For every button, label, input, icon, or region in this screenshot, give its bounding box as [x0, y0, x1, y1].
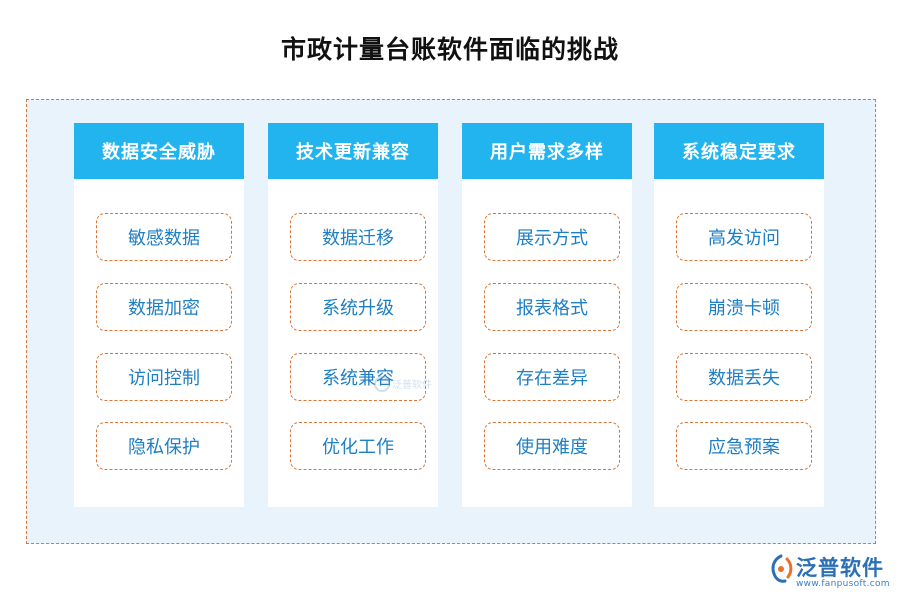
item-box: 数据丢失 — [676, 353, 812, 401]
item-box: 高发访问 — [676, 213, 812, 261]
item-box: 展示方式 — [484, 213, 620, 261]
column-header: 数据安全威胁 — [74, 123, 244, 179]
column-header: 系统稳定要求 — [654, 123, 824, 179]
item-box: 系统兼容 — [290, 353, 426, 401]
column-data-security: 数据安全威胁 敏感数据 数据加密 访问控制 隐私保护 — [74, 123, 244, 507]
item-box: 崩溃卡顿 — [676, 283, 812, 331]
item-box: 系统升级 — [290, 283, 426, 331]
column-header: 用户需求多样 — [462, 123, 632, 179]
item-box: 访问控制 — [96, 353, 232, 401]
brand-url: www.fanpusoft.com — [796, 579, 890, 589]
item-box: 敏感数据 — [96, 213, 232, 261]
column-tech-compat: 技术更新兼容 数据迁移 系统升级 系统兼容 优化工作 — [268, 123, 438, 507]
item-box: 数据迁移 — [290, 213, 426, 261]
column-header: 技术更新兼容 — [268, 123, 438, 179]
item-box: 隐私保护 — [96, 422, 232, 470]
page-title: 市政计量台账软件面临的挑战 — [280, 35, 619, 64]
item-box: 使用难度 — [484, 422, 620, 470]
item-box: 应急预案 — [676, 422, 812, 470]
column-system-stability: 系统稳定要求 高发访问 崩溃卡顿 数据丢失 应急预案 — [654, 123, 824, 507]
brand-logo: 泛普软件 www.fanpusoft.com — [768, 552, 893, 596]
item-box: 报表格式 — [484, 283, 620, 331]
brand-icon — [771, 554, 793, 583]
column-user-needs: 用户需求多样 展示方式 报表格式 存在差异 使用难度 — [462, 123, 632, 507]
item-box: 存在差异 — [484, 353, 620, 401]
item-box: 数据加密 — [96, 283, 232, 331]
brand-name: 泛普软件 — [796, 556, 884, 580]
item-box: 优化工作 — [290, 422, 426, 470]
